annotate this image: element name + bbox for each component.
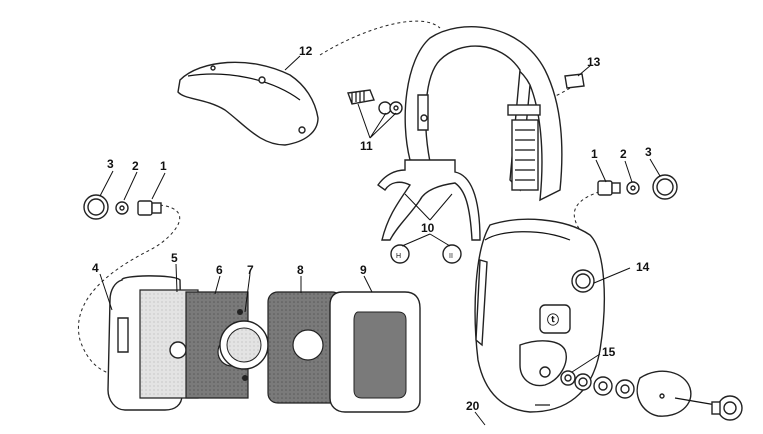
tc-logo-plate <box>539 304 571 334</box>
label-11: 11 <box>360 139 373 153</box>
label-15: 15 <box>602 345 616 359</box>
right-knob-assembly <box>597 174 678 200</box>
label-1-left: 1 <box>160 159 167 173</box>
yoke-screw-left-icon <box>390 244 410 264</box>
svg-text:II: II <box>449 253 453 260</box>
label-4: 4 <box>92 261 99 275</box>
label-3-left: 3 <box>107 157 114 171</box>
part-11-hinge-screws <box>347 89 403 115</box>
part-15-cable-connector <box>560 370 743 421</box>
part-9-ear-cushion <box>329 291 421 413</box>
label-12: 12 <box>299 44 313 58</box>
label-6: 6 <box>216 263 223 277</box>
svg-text:H: H <box>396 253 401 260</box>
part-7-speaker <box>219 309 269 381</box>
right-earcup: ⓣ <box>474 218 605 413</box>
label-14: 14 <box>636 260 650 274</box>
part-8-foam-pad <box>267 291 341 404</box>
label-13: 13 <box>587 55 601 69</box>
label-5: 5 <box>171 251 178 265</box>
label-7: 7 <box>247 263 254 277</box>
label-20: 20 <box>466 399 480 413</box>
part-13-clip <box>564 73 585 89</box>
label-1-right: 1 <box>591 147 598 161</box>
headband-assembly <box>404 26 563 202</box>
label-8: 8 <box>297 263 304 277</box>
part-12-headband-cover <box>177 61 319 146</box>
yoke-screw-right-icon <box>442 244 462 264</box>
left-knob-assembly <box>83 194 162 220</box>
part-10-yoke: H II <box>377 159 481 264</box>
label-2-right: 2 <box>620 147 627 161</box>
label-2-left: 2 <box>132 159 139 173</box>
svg-text:ⓣ: ⓣ <box>547 312 559 327</box>
label-10: 10 <box>421 221 435 235</box>
dashed-line-left-earcup <box>78 204 181 376</box>
part-1-stem-icon <box>137 200 153 216</box>
label-3-right: 3 <box>645 145 652 159</box>
label-9: 9 <box>360 263 367 277</box>
dashed-line-12 <box>319 20 441 56</box>
part-1-stem-icon-right <box>597 180 613 196</box>
